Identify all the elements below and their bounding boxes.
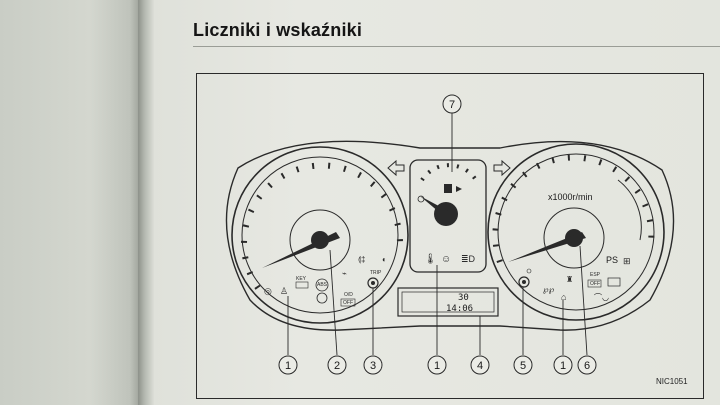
- speedometer: [231, 146, 409, 324]
- right-turn-arrow: [493, 159, 511, 177]
- handbrake-warning-icon: ◎: [264, 286, 272, 296]
- trip-label: TRIP: [370, 270, 382, 276]
- airbag-icon: ☺: [441, 254, 451, 265]
- callout-label: 5: [520, 360, 526, 372]
- power-steering-label: PS: [606, 255, 618, 265]
- figure-code: NIC1051: [656, 377, 688, 386]
- engine-check-icon: ⌂: [561, 292, 566, 302]
- odometer-value: 30: [458, 293, 469, 303]
- door-open-icon: ⊞: [623, 256, 631, 266]
- callout-label: 7: [449, 99, 455, 111]
- callout-label: 1: [285, 360, 291, 372]
- callout-label: 4: [477, 360, 483, 372]
- center-panel: [409, 159, 487, 273]
- title-rule: [193, 46, 720, 47]
- fuel-needle: [420, 196, 450, 218]
- esp-off-label-top: ESP: [590, 272, 601, 278]
- od-off-label-top: O/D: [344, 292, 353, 298]
- figure-frame: [196, 73, 704, 399]
- key-label: KEY: [296, 276, 307, 282]
- book-gutter: [138, 0, 154, 405]
- oil-can-icon: ⌒◡: [594, 293, 609, 302]
- speedometer-needle: [262, 232, 340, 268]
- callout-label: 2: [334, 360, 340, 372]
- clock-value: 14:06: [446, 304, 473, 314]
- cluster-housing: [225, 140, 675, 331]
- odometer-display-frame: [397, 287, 499, 317]
- fuel-pump-icon: [444, 184, 452, 193]
- callout-leader-lines: [287, 113, 588, 356]
- esp-off-label-bottom: OFF: [590, 281, 600, 287]
- od-off-label-bottom: OFF: [343, 300, 353, 306]
- callout-label: 6: [584, 360, 590, 372]
- slip-indicator-icon: ♜: [566, 275, 573, 284]
- callout-label: 3: [370, 360, 376, 372]
- callout-label: 1: [560, 360, 566, 372]
- tachometer-unit-label: x1000r/min: [548, 192, 593, 202]
- battery-icon: [607, 277, 621, 287]
- tachometer-needle: [508, 232, 586, 262]
- oil-pressure-icon: ⌁: [342, 269, 347, 278]
- front-fog-icon: ⟬‡: [358, 255, 365, 264]
- callout-markers: [278, 94, 597, 375]
- abs-label: ABS: [317, 282, 328, 288]
- coolant-temp-icon: 🌡: [424, 253, 437, 265]
- page-title: Liczniki i wskaźniki: [193, 20, 363, 40]
- left-turn-arrow: [387, 159, 405, 177]
- left-page: [0, 0, 140, 405]
- callout-label: 1: [434, 360, 440, 372]
- headlight-icon: ≣D: [461, 254, 476, 264]
- seatbelt-icon: ♙: [280, 286, 288, 296]
- rear-fog-icon: ◐: [382, 255, 387, 264]
- tachometer: x1000r/min PS: [487, 143, 665, 321]
- glow-plug-icon: ℘℘: [543, 285, 555, 294]
